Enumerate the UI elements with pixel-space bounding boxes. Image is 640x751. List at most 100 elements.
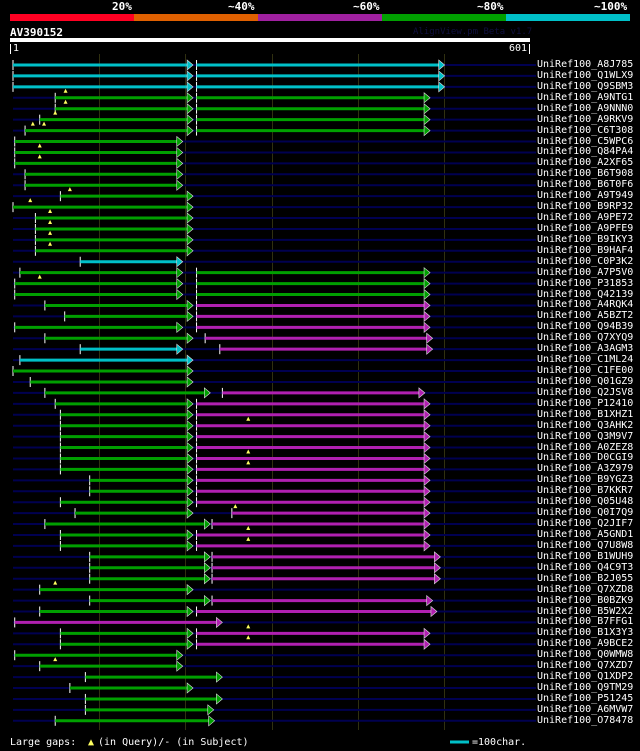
- hit-label[interactable]: UniRef100_A2XF65: [537, 157, 634, 169]
- hit-label[interactable]: UniRef100_Q1XDP2: [537, 671, 634, 683]
- legend-gaps-text: (in Query)/- (in Subject): [98, 737, 249, 748]
- segment-arrow-icon: [204, 562, 211, 574]
- hit-label[interactable]: UniRef100_Q3M9V7: [537, 430, 634, 442]
- segment-arrow-icon: [186, 81, 194, 93]
- segment-arrow-icon: [186, 59, 194, 71]
- hit-label[interactable]: UniRef100_C0P3K2: [537, 255, 634, 267]
- hit-label[interactable]: UniRef100_B9YGZ3: [537, 474, 634, 486]
- hit-label[interactable]: UniRef100_Q0WMW8: [537, 649, 634, 661]
- hit-label[interactable]: UniRef100_Q9SBM3: [537, 80, 634, 92]
- segment-arrow-icon: [423, 496, 431, 508]
- hit-label[interactable]: UniRef100_C5WPC6: [537, 135, 634, 147]
- hit-label[interactable]: UniRef100_C1FE00: [537, 365, 634, 377]
- hit-label[interactable]: UniRef100_A9RKV9: [537, 113, 634, 125]
- hit-label[interactable]: UniRef100_A0ZEZ8: [537, 441, 634, 453]
- hit-label[interactable]: UniRef100_B0BZK9: [537, 594, 634, 606]
- scale-bar-segment: [506, 14, 630, 21]
- hit-label[interactable]: UniRef100_A5GND1: [537, 528, 634, 540]
- hit-label[interactable]: UniRef100_Q94B39: [537, 321, 634, 333]
- hit-label[interactable]: UniRef100_B2J055: [537, 572, 634, 584]
- segment-arrow-icon: [186, 441, 194, 454]
- hit-label[interactable]: UniRef100_B7FFG1: [537, 616, 634, 628]
- hit-label[interactable]: UniRef100_B7KKR7: [537, 485, 634, 497]
- scale-label-60: ~60%: [353, 0, 380, 13]
- hit-label[interactable]: UniRef100_P51245: [537, 692, 634, 704]
- segment-arrow-icon: [423, 507, 431, 519]
- hit-label[interactable]: UniRef100_A6MVW7: [537, 703, 634, 715]
- hit-label[interactable]: UniRef100_Q2JSV8: [537, 386, 634, 398]
- hit-label[interactable]: UniRef100_O78478: [537, 714, 634, 726]
- hit-label[interactable]: UniRef100_Q1WLX9: [537, 69, 634, 81]
- hit-label[interactable]: UniRef100_Q7XZD8: [537, 583, 634, 595]
- segment-arrow-icon: [176, 343, 184, 355]
- gap-marker-icon: [233, 504, 238, 509]
- hit-label[interactable]: UniRef100_B1WUH9: [537, 550, 634, 562]
- segment-arrow-icon: [186, 507, 194, 519]
- gap-marker-icon: [48, 209, 53, 214]
- segment-arrow-icon: [186, 496, 194, 508]
- hit-label[interactable]: UniRef100_Q7XYQ9: [537, 332, 634, 344]
- hit-label[interactable]: UniRef100_A5BZT2: [537, 310, 634, 322]
- hit-label[interactable]: UniRef100_A9BCE2: [537, 638, 634, 650]
- gap-marker-icon: [246, 449, 251, 454]
- hit-label[interactable]: UniRef100_Q9TM29: [537, 682, 634, 693]
- segment-arrow-icon: [176, 267, 184, 279]
- hit-label[interactable]: UniRef100_B9HAF4: [537, 244, 634, 256]
- segment-arrow-icon: [186, 92, 194, 104]
- gap-marker-icon: [42, 121, 47, 126]
- segment-arrow-icon: [186, 70, 194, 82]
- segment-arrow-icon: [423, 299, 431, 312]
- gap-marker-icon: [246, 416, 251, 421]
- hit-label[interactable]: UniRef100_Q2JIF7: [537, 518, 634, 530]
- hit-label[interactable]: UniRef100_B1X3Y3: [537, 627, 634, 639]
- hit-label[interactable]: UniRef100_Q0I7Q9: [537, 507, 634, 519]
- hit-label[interactable]: UniRef100_A9NNN0: [537, 102, 634, 114]
- hit-label[interactable]: UniRef100_A9NTG1: [537, 91, 634, 103]
- segment-arrow-icon: [423, 463, 431, 476]
- segment-arrow-icon: [423, 420, 431, 432]
- hit-label[interactable]: UniRef100_A7P5V0: [537, 266, 634, 278]
- hit-label[interactable]: UniRef100_Q3AHK2: [537, 419, 634, 431]
- hit-label[interactable]: UniRef100_B6T0F6: [537, 179, 634, 191]
- hit-label[interactable]: UniRef100_Q7U8W8: [537, 539, 634, 551]
- hit-label[interactable]: UniRef100_A9T949: [537, 190, 634, 202]
- segment-arrow-icon: [438, 81, 446, 93]
- hit-label[interactable]: UniRef100_A3Z979: [537, 463, 634, 475]
- segment-arrow-icon: [186, 190, 194, 202]
- hit-label[interactable]: UniRef100_A9PFE9: [537, 222, 634, 234]
- segment-arrow-icon: [208, 715, 216, 727]
- hit-label[interactable]: UniRef100_A8J785: [537, 59, 634, 70]
- hit-label[interactable]: UniRef100_Q4C9T3: [537, 561, 634, 573]
- hit-label[interactable]: UniRef100_C1ML24: [537, 354, 634, 366]
- hit-label[interactable]: UniRef100_C6T308: [537, 124, 634, 136]
- hit-label[interactable]: UniRef100_Q7XZD7: [537, 660, 634, 672]
- hit-label[interactable]: UniRef100_A3AGM3: [537, 343, 634, 355]
- hit-label[interactable]: UniRef100_A4RQK4: [537, 299, 634, 311]
- hit-label[interactable]: UniRef100_P12410: [537, 397, 634, 409]
- segment-arrow-icon: [423, 441, 431, 454]
- segment-arrow-icon: [186, 463, 194, 476]
- segment-arrow-icon: [434, 551, 441, 563]
- gap-marker-icon: [67, 187, 72, 192]
- segment-arrow-icon: [186, 682, 194, 694]
- hit-label[interactable]: UniRef100_Q01GZ9: [537, 375, 634, 387]
- scale-bar-segment: [134, 14, 258, 21]
- hit-label[interactable]: UniRef100_A9PE72: [537, 212, 634, 224]
- hit-label[interactable]: UniRef100_Q42139: [537, 288, 634, 300]
- hit-label[interactable]: UniRef100_Q84PA4: [537, 146, 634, 158]
- segment-arrow-icon: [423, 474, 431, 486]
- segment-arrow-icon: [186, 354, 194, 366]
- gap-marker-icon: [63, 99, 68, 104]
- query-name: AV390152: [10, 26, 63, 39]
- hit-label[interactable]: UniRef100_B9RP32: [537, 201, 634, 213]
- hit-label[interactable]: UniRef100_P31853: [537, 277, 634, 289]
- hit-label[interactable]: UniRef100_B9IKY3: [537, 233, 634, 245]
- segment-arrow-icon: [186, 474, 194, 486]
- hit-label[interactable]: UniRef100_Q05U48: [537, 496, 634, 508]
- hit-label[interactable]: UniRef100_B5W2X2: [537, 605, 634, 617]
- segment-arrow-icon: [186, 583, 194, 596]
- segment-arrow-icon: [176, 256, 184, 268]
- hit-label[interactable]: UniRef100_D0CGI9: [537, 452, 634, 464]
- hit-label[interactable]: UniRef100_B6T908: [537, 168, 634, 180]
- hit-label[interactable]: UniRef100_B1XHZ1: [537, 408, 634, 420]
